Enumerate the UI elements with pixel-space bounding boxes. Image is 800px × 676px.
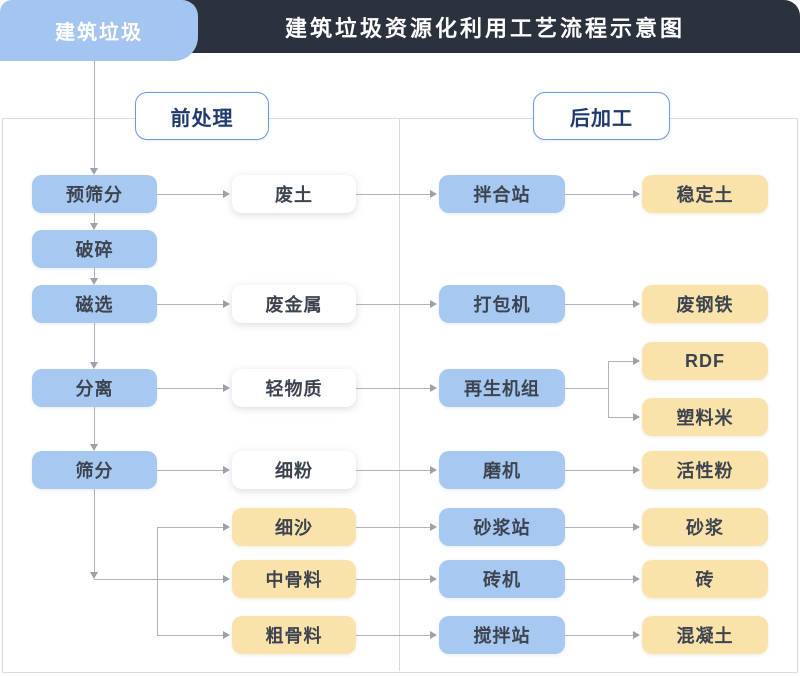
node-pre-screening: 预筛分: [32, 175, 157, 213]
node-stabilized-soil: 稳定土: [642, 175, 768, 213]
flow-arrowhead-icon: [90, 168, 98, 175]
flow-connector-line: [94, 323, 95, 362]
flow-connector-line: [94, 213, 95, 223]
section-badge-postprocessing-label: 后加工: [570, 107, 633, 130]
flow-arrowhead-icon: [430, 631, 437, 639]
section-badge-pretreatment: 前处理: [135, 92, 269, 140]
flow-connector-line: [565, 527, 633, 528]
flow-connector-line: [565, 470, 633, 471]
node-brick: 砖: [642, 560, 768, 598]
node-light-material: 轻物质: [232, 369, 356, 407]
source-tab-label: 建筑垃圾: [55, 22, 143, 44]
flow-connector-line: [157, 388, 223, 389]
node-scrap-steel: 废钢铁: [642, 285, 768, 323]
flow-connector-line: [356, 194, 430, 195]
node-mortar-plant: 砂浆站: [439, 508, 565, 546]
section-badge-postprocessing: 后加工: [533, 92, 670, 140]
flow-arrowhead-icon: [633, 466, 640, 474]
flow-connector-line: [94, 268, 95, 278]
flow-arrowhead-icon: [90, 223, 98, 230]
node-crushing: 破碎: [32, 230, 157, 268]
node-regeneration-unit: 再生机组: [439, 369, 565, 407]
title-bar: 建筑垃圾资源化利用工艺流程示意图: [170, 0, 800, 53]
flow-arrowhead-icon: [223, 384, 230, 392]
node-mill: 磨机: [439, 451, 565, 489]
flow-connector-line: [565, 388, 608, 389]
flow-arrowhead-icon: [90, 572, 98, 579]
node-medium-aggregate: 中骨料: [232, 560, 356, 598]
flow-arrowhead-icon: [430, 575, 437, 583]
flow-arrowhead-icon: [223, 523, 230, 531]
flow-connector-line: [157, 527, 223, 528]
source-tab: 建筑垃圾: [0, 0, 198, 61]
flow-connector-line: [157, 635, 223, 636]
flow-arrowhead-icon: [90, 362, 98, 369]
flow-arrowhead-icon: [223, 575, 230, 583]
flow-connector-line: [94, 579, 223, 580]
flow-arrowhead-icon: [633, 523, 640, 531]
flow-arrowhead-icon: [90, 444, 98, 451]
flow-arrowhead-icon: [633, 190, 640, 198]
flow-connector-line: [565, 304, 633, 305]
node-mortar: 砂浆: [642, 508, 768, 546]
flow-arrowhead-icon: [223, 466, 230, 474]
flow-arrowhead-icon: [633, 631, 640, 639]
flow-connector-line: [94, 489, 95, 572]
node-batching-plant: 搅拌站: [439, 616, 565, 654]
node-rdf: RDF: [642, 342, 768, 380]
node-brick-machine: 砖机: [439, 560, 565, 598]
node-mixing-plant: 拌合站: [439, 175, 565, 213]
node-waste-metal: 废金属: [232, 285, 356, 323]
flow-connector-line: [565, 194, 633, 195]
flow-connector-line: [356, 470, 430, 471]
flow-connector-line: [608, 361, 633, 362]
flow-arrowhead-icon: [430, 384, 437, 392]
flow-connector-line: [356, 388, 430, 389]
flow-connector-line: [157, 194, 223, 195]
node-separation: 分离: [32, 369, 157, 407]
node-coarse-aggregate: 粗骨料: [232, 616, 356, 654]
flow-arrowhead-icon: [430, 190, 437, 198]
flow-arrowhead-icon: [223, 190, 230, 198]
node-active-powder: 活性粉: [642, 451, 768, 489]
flow-arrowhead-icon: [430, 466, 437, 474]
node-concrete: 混凝土: [642, 616, 768, 654]
flow-connector-line: [356, 635, 430, 636]
page-title: 建筑垃圾资源化利用工艺流程示意图: [284, 15, 685, 41]
flow-arrowhead-icon: [430, 523, 437, 531]
node-magnetic-separation: 磁选: [32, 285, 157, 323]
node-fine-sand: 细沙: [232, 508, 356, 546]
flow-connector-line: [608, 417, 633, 418]
flow-connector-line: [157, 304, 223, 305]
flow-connector-line: [157, 527, 158, 635]
flow-arrowhead-icon: [633, 413, 640, 421]
flow-connector-line: [608, 361, 609, 417]
flow-connector-line: [356, 527, 430, 528]
flow-connector-line: [356, 304, 430, 305]
flow-arrowhead-icon: [90, 278, 98, 285]
flow-connector-line: [565, 635, 633, 636]
node-fine-powder: 细粉: [232, 451, 356, 489]
flow-arrowhead-icon: [430, 300, 437, 308]
section-divider: [399, 119, 400, 671]
node-screening: 筛分: [32, 451, 157, 489]
flow-connector-line: [157, 470, 223, 471]
flow-connector-line: [356, 579, 430, 580]
section-badge-pretreatment-label: 前处理: [170, 107, 234, 130]
flow-arrowhead-icon: [633, 300, 640, 308]
node-waste-soil: 废土: [232, 175, 356, 213]
flow-arrowhead-icon: [223, 631, 230, 639]
flow-connector-line: [565, 579, 633, 580]
node-baler: 打包机: [439, 285, 565, 323]
flow-arrowhead-icon: [223, 300, 230, 308]
flow-arrowhead-icon: [633, 575, 640, 583]
flow-arrowhead-icon: [633, 357, 640, 365]
flow-connector-line: [94, 61, 95, 168]
node-plastic-pellets: 塑料米: [642, 398, 768, 436]
flow-connector-line: [94, 407, 95, 444]
